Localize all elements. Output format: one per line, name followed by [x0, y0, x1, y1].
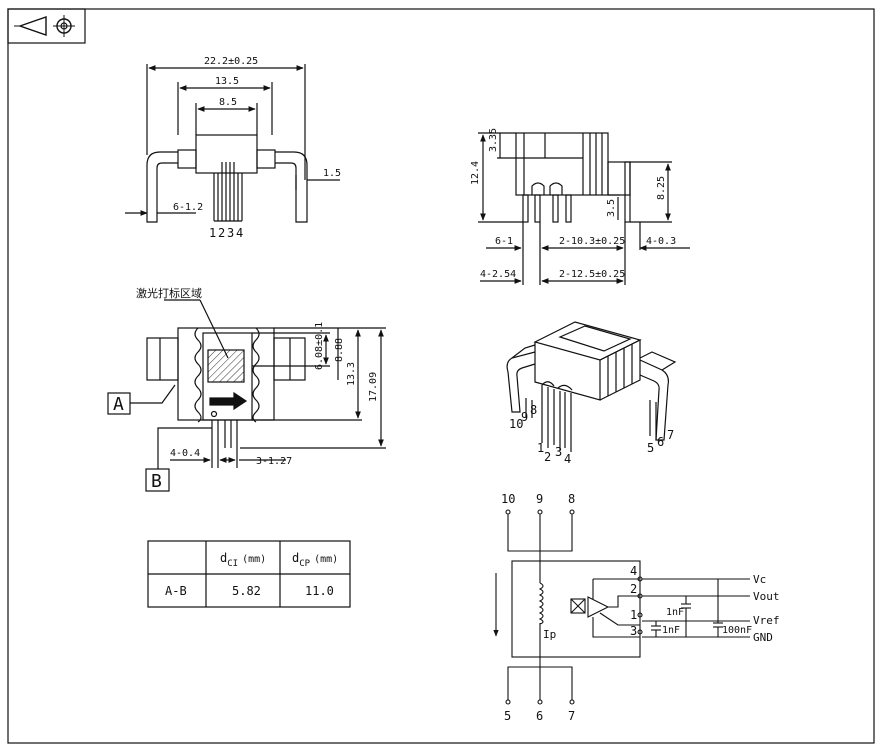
signal-vref: Vref	[753, 614, 780, 627]
dim-body-width: 13.5	[215, 76, 239, 87]
dim-side-step: 3.5	[606, 199, 617, 217]
dim-side-left-pin: 4-2.54	[480, 269, 516, 280]
cap-2-value: 1nF	[662, 625, 680, 636]
iso-pin-10: 10	[509, 417, 523, 431]
first-angle-projection-icon	[7, 8, 86, 44]
schematic	[493, 509, 750, 705]
signal-vout: Vout	[753, 590, 780, 603]
front-view	[107, 299, 386, 492]
dim-window-height: 8.88	[334, 338, 345, 362]
dim-inner-width: 8.5	[219, 97, 237, 108]
cap-1-value: 1nF	[666, 607, 684, 618]
dim-body-height: 13.3	[346, 362, 357, 386]
dim-pin-pitch: 3-1.27	[256, 456, 292, 467]
dim-side-top: 3.35	[488, 128, 499, 152]
table-value-ci: 5.82	[232, 584, 261, 598]
laser-mark-area-label: 激光打标区域	[136, 286, 202, 300]
table-row-label: A-B	[165, 584, 187, 598]
signal-vc: Vc	[753, 573, 766, 586]
schem-ic-pin-4: 4	[630, 564, 637, 578]
iso-pin-1: 1	[537, 441, 544, 455]
dim-pin-diameter: 4-0.4	[170, 448, 200, 459]
iso-pin-4: 4	[564, 452, 571, 466]
schem-ic-pin-1: 1	[630, 608, 637, 622]
iso-pin-8: 8	[530, 403, 537, 417]
schem-top-pin-9: 9	[536, 492, 543, 506]
schem-bottom-pin-5: 5	[504, 709, 511, 723]
top-pin-2: 2	[218, 226, 225, 240]
dim-mark-height: 6.08±0.1	[314, 322, 325, 370]
signal-gnd: GND	[753, 631, 773, 644]
sheet-border	[7, 8, 875, 744]
schem-top-pin-10: 10	[501, 492, 515, 506]
dim-side-pin-width: 6-1	[495, 236, 513, 247]
side-view	[478, 132, 690, 285]
table-value-cp: 11.0	[305, 584, 334, 598]
dim-pin-width: 6-1.2	[173, 202, 203, 213]
cap-3-value: 100nF	[722, 625, 752, 636]
iso-pin-9: 9	[521, 410, 528, 424]
table-header-cp: dCP(mm)	[292, 551, 338, 569]
dim-total-height: 17.09	[368, 372, 379, 402]
dim-side-pitch-2: 2-12.5±0.25	[559, 269, 625, 280]
dim-side-height: 12.4	[470, 161, 481, 185]
top-pin-4: 4	[236, 226, 243, 240]
clearance-table	[147, 540, 351, 608]
dim-side-right: 8.25	[656, 176, 667, 200]
iso-pin-7: 7	[667, 428, 674, 442]
top-pin-3: 3	[227, 226, 234, 240]
dim-pin-thickness: 1.5	[323, 168, 341, 179]
current-label-ip: Ip	[543, 628, 556, 641]
schem-bottom-pin-6: 6	[536, 709, 543, 723]
iso-pin-3: 3	[555, 445, 562, 459]
table-header-ci: dCI(mm)	[220, 551, 266, 569]
datum-a-label: A	[113, 394, 124, 415]
iso-pin-6: 6	[657, 435, 664, 449]
top-pin-1: 1	[209, 226, 216, 240]
schem-top-pin-8: 8	[568, 492, 575, 506]
datum-b-label: B	[151, 471, 162, 492]
schem-ic-pin-2: 2	[630, 582, 637, 596]
dim-overall-width: 22.2±0.25	[204, 56, 258, 67]
isometric-view	[506, 321, 677, 452]
iso-pin-5: 5	[647, 441, 654, 455]
dim-side-pitch-1: 2-10.3±0.25	[559, 236, 625, 247]
schem-bottom-pin-7: 7	[568, 709, 575, 723]
top-view	[125, 64, 340, 223]
schem-ic-pin-3: 3	[630, 624, 637, 638]
dim-side-right-pin: 4-0.3	[646, 236, 676, 247]
iso-pin-2: 2	[544, 450, 551, 464]
